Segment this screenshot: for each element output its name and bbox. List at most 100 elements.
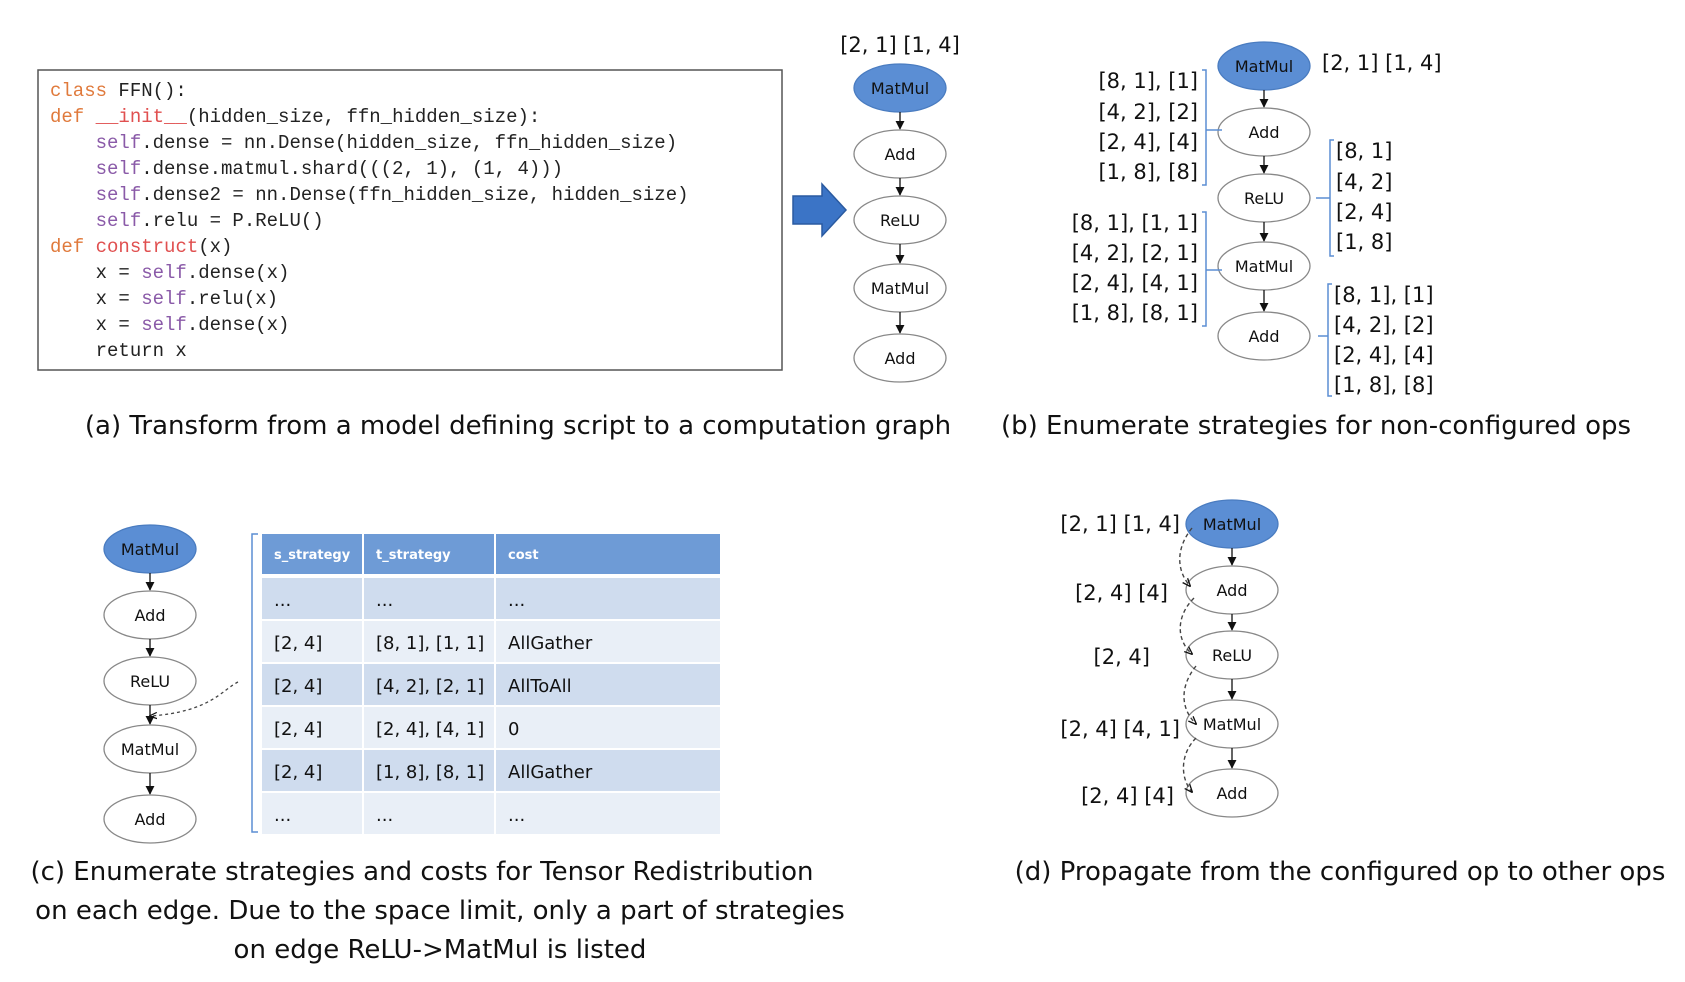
- strategy-label: [4, 2], [2]: [1098, 100, 1198, 124]
- code-token: self: [141, 314, 187, 336]
- table-cell-text: ...: [274, 805, 291, 826]
- table-header-cell: [496, 534, 720, 574]
- code-token: __init__: [95, 106, 188, 128]
- graph-node-label: Add: [1249, 123, 1280, 142]
- table-cell-text: [8, 1], [1, 1]: [376, 633, 484, 654]
- propagated-label: [2, 4]: [1094, 645, 1150, 669]
- code-token: .dense.matmul.shard(((2, 1), (1, 4))): [141, 158, 563, 180]
- caption-c-line-3: on edge ReLU->MatMul is listed: [234, 935, 647, 965]
- code-token: self: [141, 262, 187, 284]
- table-cell-text: 0: [508, 719, 519, 740]
- code-line: class FFN():: [50, 80, 187, 102]
- code-line: def __init__(hidden_size, ffn_hidden_siz…: [50, 106, 540, 128]
- table-bracket: [251, 533, 258, 833]
- propagated-label: [2, 4] [4]: [1075, 581, 1168, 605]
- code-indent: [50, 132, 96, 154]
- code-token: FFN():: [107, 80, 187, 102]
- code-indent: [50, 340, 96, 362]
- graph-node-label: Add: [1217, 581, 1248, 600]
- code-indent: [50, 158, 96, 180]
- table-cell-text: [1, 8], [8, 1]: [376, 762, 484, 783]
- table-cell: [262, 621, 362, 662]
- code-token: .relu = P.ReLU(): [141, 210, 323, 232]
- graph-node-label: MatMul: [871, 279, 929, 298]
- code-token: [84, 106, 95, 128]
- table-cell: [496, 621, 720, 662]
- graph-node-label: MatMul: [121, 540, 179, 559]
- table-cell: [496, 750, 720, 791]
- code-token: class: [50, 80, 107, 102]
- bracket: [1316, 139, 1334, 257]
- table-cell-text: AllGather: [508, 762, 593, 783]
- table-row: [2, 4][4, 2], [2, 1]AllToAll: [262, 664, 720, 705]
- strategy-label: [8, 1], [1]: [1334, 283, 1434, 307]
- table-cell: [496, 664, 720, 705]
- graph-node: MatMul: [1185, 499, 1279, 549]
- table-cell-text: ...: [508, 805, 525, 826]
- table-row: .........: [262, 793, 720, 834]
- code-token: self: [96, 184, 142, 206]
- bracket: [1202, 69, 1222, 186]
- edge-pointer: [150, 681, 239, 716]
- code-token: self: [96, 132, 142, 154]
- graph-node-label: ReLU: [880, 211, 920, 230]
- table-cell: [364, 793, 494, 834]
- table-cell-text: [2, 4]: [274, 676, 322, 697]
- table-row: [2, 4][2, 4], [4, 1]0: [262, 707, 720, 748]
- strategy-label: [8, 1]: [1336, 139, 1392, 163]
- graph-node: MatMul: [1185, 699, 1279, 749]
- table-row: [2, 4][8, 1], [1, 1]AllGather: [262, 621, 720, 662]
- table-cell-text: AllToAll: [508, 676, 572, 697]
- code-token: .dense(x): [187, 262, 290, 284]
- code-indent: [50, 184, 96, 206]
- code-block: class FFN(): def __init__(hidden_size, ff…: [50, 80, 689, 362]
- graph-node-label: Add: [885, 349, 916, 368]
- right-group-2: [8, 1], [1] [4, 2], [2] [2, 4], [4] [1, …: [1318, 283, 1434, 397]
- graph-node-shape: [103, 794, 197, 844]
- graph-node-label: Add: [1249, 327, 1280, 346]
- table-cell-text: ...: [376, 590, 393, 611]
- code-indent: [50, 210, 96, 232]
- table-cell: [364, 750, 494, 791]
- table-cell: [496, 578, 720, 619]
- strategy-label: [1, 8], [8, 1]: [1072, 301, 1198, 325]
- graph-node-label: MatMul: [1203, 715, 1261, 734]
- table-cell: [496, 707, 720, 748]
- propagated-label: [2, 4] [4]: [1081, 784, 1174, 808]
- code-line: self.relu = P.ReLU(): [50, 210, 324, 232]
- table-cell: [496, 793, 720, 834]
- code-token: .dense2 = nn.Dense(ffn_hidden_size, hidd…: [141, 184, 688, 206]
- code-token: [84, 236, 95, 258]
- graph-node: Add: [103, 590, 197, 640]
- code-token: x =: [96, 314, 142, 336]
- graph-node: ReLU: [1185, 630, 1279, 680]
- code-line: x = self.dense(x): [50, 262, 289, 284]
- graph-node: MatMul: [1217, 41, 1311, 91]
- table-cell-text: ...: [376, 805, 393, 826]
- graph-node-label: MatMul: [871, 79, 929, 98]
- strategy-label: [2, 4], [4]: [1098, 130, 1198, 154]
- table-cell: [262, 578, 362, 619]
- graph-node-label: MatMul: [1203, 515, 1261, 534]
- graph-node-label: Add: [135, 606, 166, 625]
- graph-node: Add: [853, 129, 947, 179]
- strategy-label: [2, 4], [4, 1]: [1072, 271, 1198, 295]
- code-token: def: [50, 106, 84, 128]
- table-cell-text: [2, 4]: [274, 719, 322, 740]
- code-token: x =: [96, 262, 142, 284]
- table-header-cell: [262, 534, 362, 574]
- code-indent: [50, 262, 96, 284]
- table-header-cell: [364, 534, 494, 574]
- strategy-label: [8, 1], [1]: [1098, 69, 1198, 93]
- graph-node: ReLU: [1217, 173, 1311, 223]
- table-cell: [364, 578, 494, 619]
- graph-node: MatMul: [1217, 241, 1311, 291]
- caption-d: (d) Propagate from the configured op to …: [1015, 857, 1666, 887]
- table-cell: [262, 750, 362, 791]
- caption-b: (b) Enumerate strategies for non-configu…: [1001, 411, 1631, 441]
- graph-node: MatMul: [853, 263, 947, 313]
- propagate-arrow: [1179, 597, 1195, 654]
